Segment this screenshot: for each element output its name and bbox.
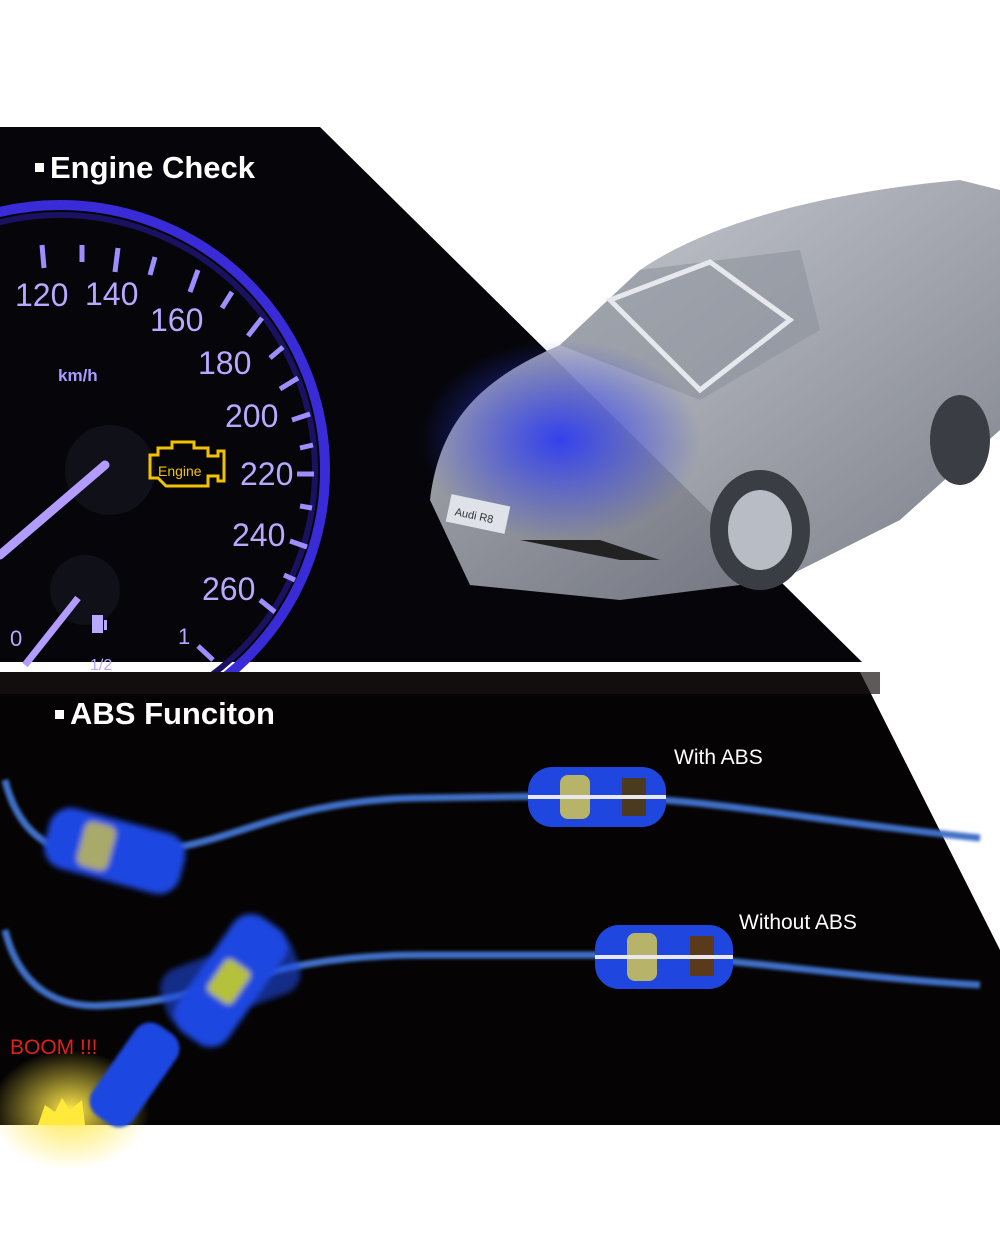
without-abs-label: Without ABS: [739, 911, 857, 934]
speed-label: 140: [85, 276, 138, 312]
section-title-engine: Engine Check: [50, 150, 256, 185]
speed-needle: [0, 460, 110, 560]
section-title-abs: ABS Funciton: [70, 696, 275, 731]
speed-label: 120: [15, 277, 68, 313]
fuel-pump-icon: [92, 615, 107, 633]
explosion-icon: [38, 1098, 85, 1125]
speed-label: 180: [198, 345, 251, 381]
bullet-icon: [55, 710, 64, 719]
speed-label: 160: [150, 302, 203, 338]
engine-check-panel: 120 140 160 180 200 220 240 260 km/h 0 1…: [0, 127, 1000, 740]
with-abs-label: With ABS: [674, 746, 763, 769]
car-with-abs-sliding: [44, 807, 186, 895]
crash-label: BOOM !!!: [10, 1036, 98, 1059]
car-without-abs: [595, 925, 733, 989]
car-crashed: [89, 1022, 180, 1128]
car-with-abs: [528, 767, 666, 827]
car-spinning: [160, 914, 301, 1048]
check-engine-icon: Engine: [148, 440, 226, 488]
fuel-label-half: 1/2: [90, 657, 112, 674]
fuel-label-full: 1: [178, 624, 190, 649]
speed-unit: km/h: [58, 366, 98, 385]
without-abs-track: [1, 929, 981, 1010]
speed-label: 260: [202, 571, 255, 607]
speed-label: 200: [225, 398, 278, 434]
bullet-icon: [35, 163, 44, 172]
fuel-label-empty: 0: [10, 626, 22, 651]
car-cutaway-illustration: Audi R8: [420, 180, 1000, 600]
abs-function-panel: ABS Funciton: [0, 672, 1000, 1170]
speed-label: 220: [240, 456, 293, 492]
fuel-needle: [22, 595, 81, 668]
speed-label: 240: [232, 517, 285, 553]
svg-text:Engine: Engine: [158, 463, 202, 479]
